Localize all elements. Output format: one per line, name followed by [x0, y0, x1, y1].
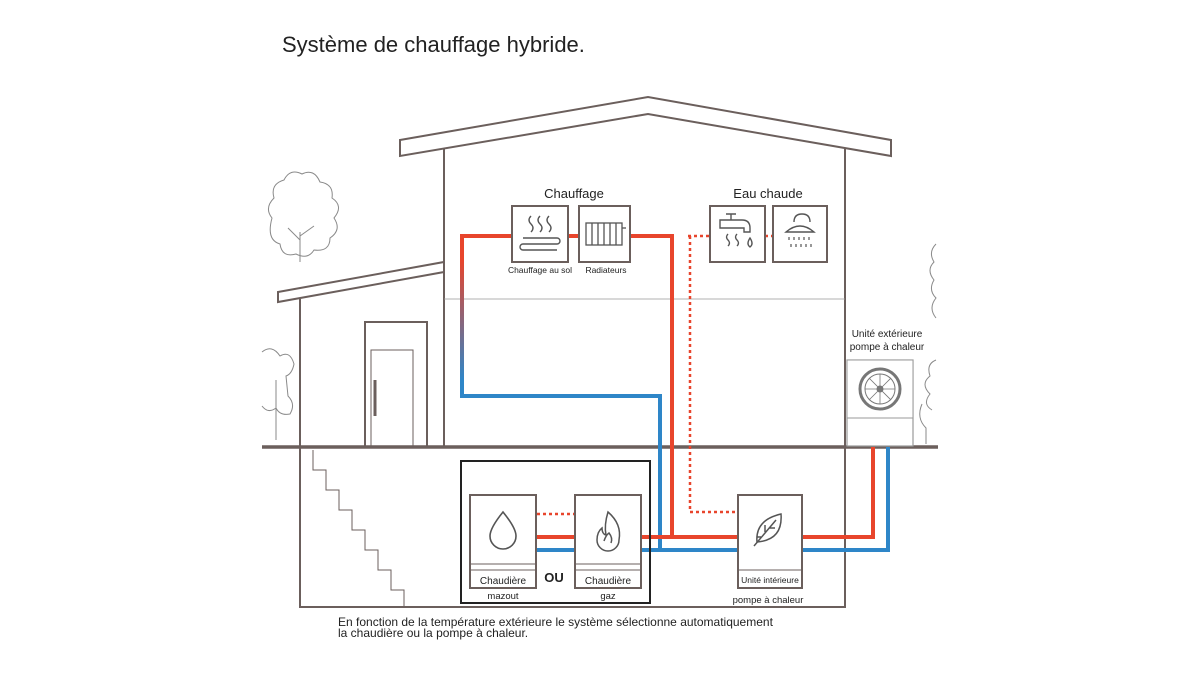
underfloor-heating-icon	[519, 215, 561, 251]
shower-box	[772, 205, 828, 263]
label-unite-interieure-2: pompe à chaleur	[733, 595, 804, 606]
label-unite-exterieure-2: pompe à chaleur	[850, 342, 925, 353]
faucet-icon	[719, 213, 753, 248]
hot-gradient-fade	[460, 260, 464, 380]
caption-line-1: En fonction de la température extérieure…	[338, 615, 773, 629]
hot-water-dotted-pipes	[537, 234, 773, 516]
gas-boiler	[574, 494, 642, 589]
label-radiateurs: Radiateurs	[585, 265, 626, 275]
shower-icon	[784, 213, 816, 247]
radiator-box	[578, 205, 631, 263]
heat-pump-fan-icon	[858, 367, 902, 411]
caption: En fonction de la température extérieure…	[338, 615, 858, 640]
main-house	[399, 95, 892, 447]
hot-pipes	[460, 234, 875, 539]
label-chauffage-au-sol: Chauffage au sol	[508, 265, 572, 275]
diagram-title: Système de chauffage hybride.	[282, 32, 585, 57]
faucet-box	[709, 205, 766, 263]
annex-house	[277, 260, 445, 448]
radiator-icon	[585, 222, 626, 246]
label-chaudiere-gaz-2: gaz	[600, 591, 616, 602]
leaf-icon	[753, 513, 782, 547]
oil-drop-icon	[489, 510, 517, 550]
basement	[262, 445, 938, 608]
label-ou: OU	[544, 570, 564, 585]
tree-right	[919, 243, 937, 444]
gas-flame-icon	[596, 510, 621, 552]
caption-line-2: la chaudière ou la pompe à chaleur.	[338, 626, 529, 640]
label-eau-chaude: Eau chaude	[733, 186, 802, 201]
label-chaudiere-gaz-1: Chaudière	[585, 576, 632, 587]
outdoor-unit	[846, 359, 914, 447]
indoor-unit	[737, 494, 803, 589]
boiler-group-frame	[460, 460, 651, 604]
label-unite-exterieure-1: Unité extérieure	[852, 329, 923, 340]
label-chaudiere-mazout-2: mazout	[487, 591, 519, 602]
oil-boiler	[469, 494, 537, 589]
tree-left	[261, 171, 339, 440]
label-chaudiere-mazout-1: Chaudière	[480, 576, 527, 587]
stairs	[312, 450, 405, 607]
label-chauffage: Chauffage	[544, 186, 604, 201]
underfloor-heating-box	[511, 205, 569, 263]
label-unite-interieure-1: Unité intérieure	[741, 575, 799, 585]
